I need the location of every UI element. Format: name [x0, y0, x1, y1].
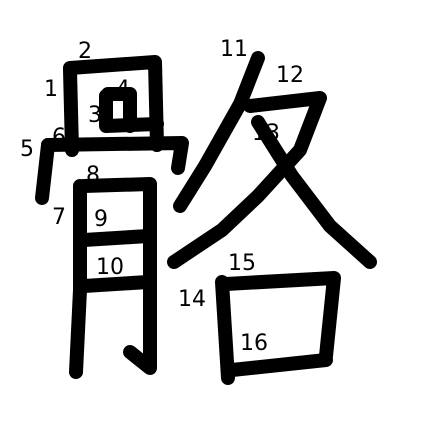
stroke-3: [99, 89, 164, 133]
stroke-9: [77, 229, 155, 247]
stroke-number-10: 10: [96, 255, 124, 280]
stroke-number-14: 14: [178, 287, 206, 312]
stroke-1: [63, 63, 79, 157]
stroke-number-11: 11: [220, 37, 248, 62]
stroke-12: [167, 91, 327, 269]
stroke-6: [41, 136, 189, 175]
stroke-number-9: 9: [94, 207, 108, 232]
stroke-15: [219, 271, 341, 363]
stroke-4: [101, 87, 137, 133]
stroke-number-1: 1: [44, 77, 58, 102]
stroke-10: [77, 275, 155, 293]
stroke-number-16: 16: [240, 331, 268, 356]
stroke-number-labels: 1 2 3 4 5 6 7 8 9 10 11 12 13 14 15 16: [20, 37, 304, 356]
stroke-number-15: 15: [228, 251, 256, 276]
stroke-16: [225, 353, 333, 377]
stroke-number-13: 13: [252, 121, 280, 146]
stroke-number-2: 2: [78, 39, 92, 64]
stroke-number-12: 12: [276, 63, 304, 88]
stroke-5: [35, 138, 55, 205]
stroke-11: [173, 51, 265, 213]
stroke-number-4: 4: [116, 77, 130, 102]
stroke-number-6: 6: [52, 125, 66, 150]
stroke-number-8: 8: [86, 163, 100, 188]
stroke-number-3: 3: [88, 103, 102, 128]
stroke-13: [251, 115, 377, 269]
stroke-7: [69, 179, 87, 379]
character-strokes: [35, 51, 377, 385]
stroke-number-7: 7: [52, 205, 66, 230]
stroke-14: [215, 275, 235, 385]
stroke-number-5: 5: [20, 137, 34, 162]
